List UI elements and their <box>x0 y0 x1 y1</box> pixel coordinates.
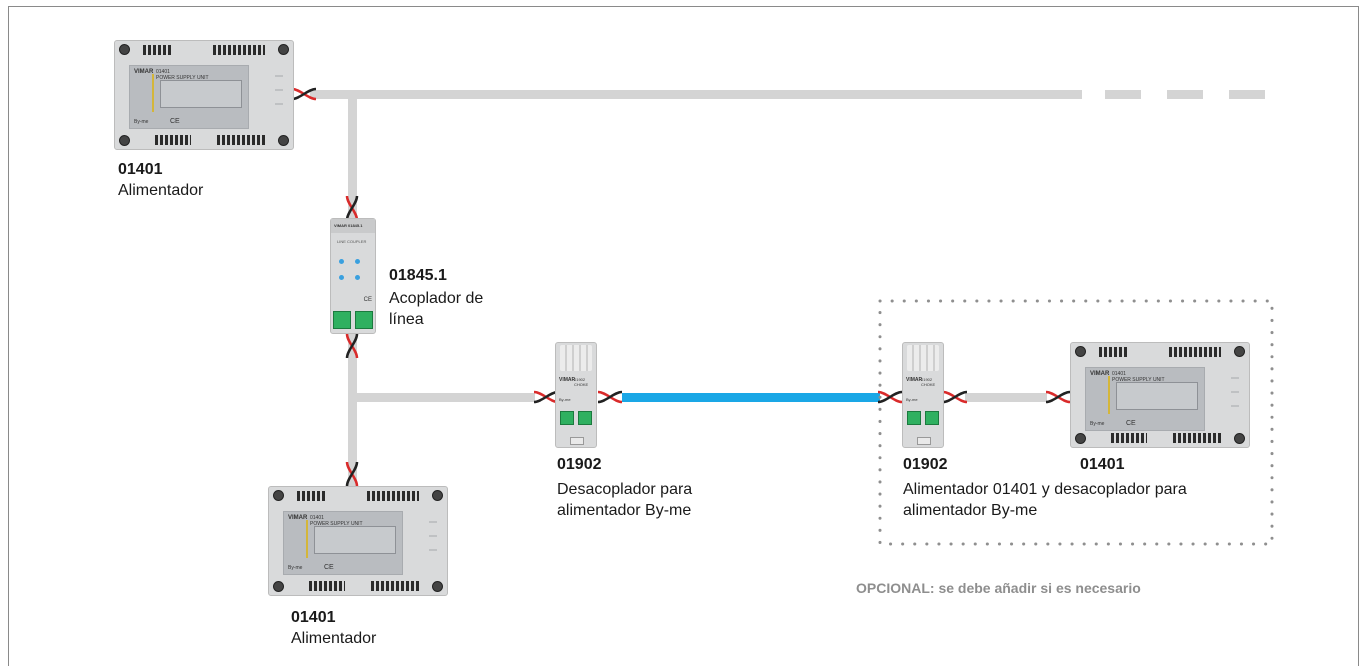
twisted-pair-icon <box>345 195 359 221</box>
twisted-pair-icon <box>291 87 317 101</box>
bus-line-top-dash-2 <box>1167 90 1203 99</box>
twisted-pair-icon <box>942 390 968 404</box>
diagram-frame <box>8 6 1359 666</box>
decoupler-mid-code: 01902 <box>557 456 602 473</box>
coupler-description-line1: Acoplador de <box>389 290 484 307</box>
coupler-description-line2: línea <box>389 311 424 328</box>
twisted-pair-icon <box>597 390 623 404</box>
twisted-pair-icon <box>345 461 359 487</box>
bus-line-top <box>310 90 1082 99</box>
bus-line-optional <box>965 393 1047 402</box>
psu-top-code: 01401 <box>118 161 163 178</box>
bus-line-vertical-lower <box>348 334 357 486</box>
optional-note: OPCIONAL: se debe añadir si es necesario <box>856 580 1141 596</box>
psu-bottom-description: Alimentador <box>291 630 377 647</box>
bus-line-vertical-upper <box>348 99 357 225</box>
decoupler-mid-description-line1: Desacoplador para <box>557 481 693 498</box>
psu-bottom-code: 01401 <box>291 609 336 626</box>
powered-bus-segment <box>622 393 880 402</box>
twisted-pair-icon <box>877 390 903 404</box>
twisted-pair-icon <box>1045 390 1071 404</box>
optional-description-line1: Alimentador 01401 y desacoplador para <box>903 481 1187 498</box>
line-coupler-module: VIMAR 01845.1 LINE COUPLER CE <box>330 218 376 334</box>
decoupler-opt-code: 01902 <box>903 456 948 473</box>
optional-group-box <box>878 299 1274 546</box>
psu-top-description: Alimentador <box>118 182 204 199</box>
bus-line-top-dash-1 <box>1105 90 1141 99</box>
twisted-pair-icon <box>345 333 359 359</box>
coupler-code: 01845.1 <box>389 267 447 284</box>
decoupler-mid-description-line2: alimentador By-me <box>557 502 692 519</box>
optional-description-line2: alimentador By-me <box>903 502 1038 519</box>
bus-line-top-dash-3 <box>1229 90 1265 99</box>
bus-line-lower-left <box>357 393 535 402</box>
psu-opt-code: 01401 <box>1080 456 1125 473</box>
